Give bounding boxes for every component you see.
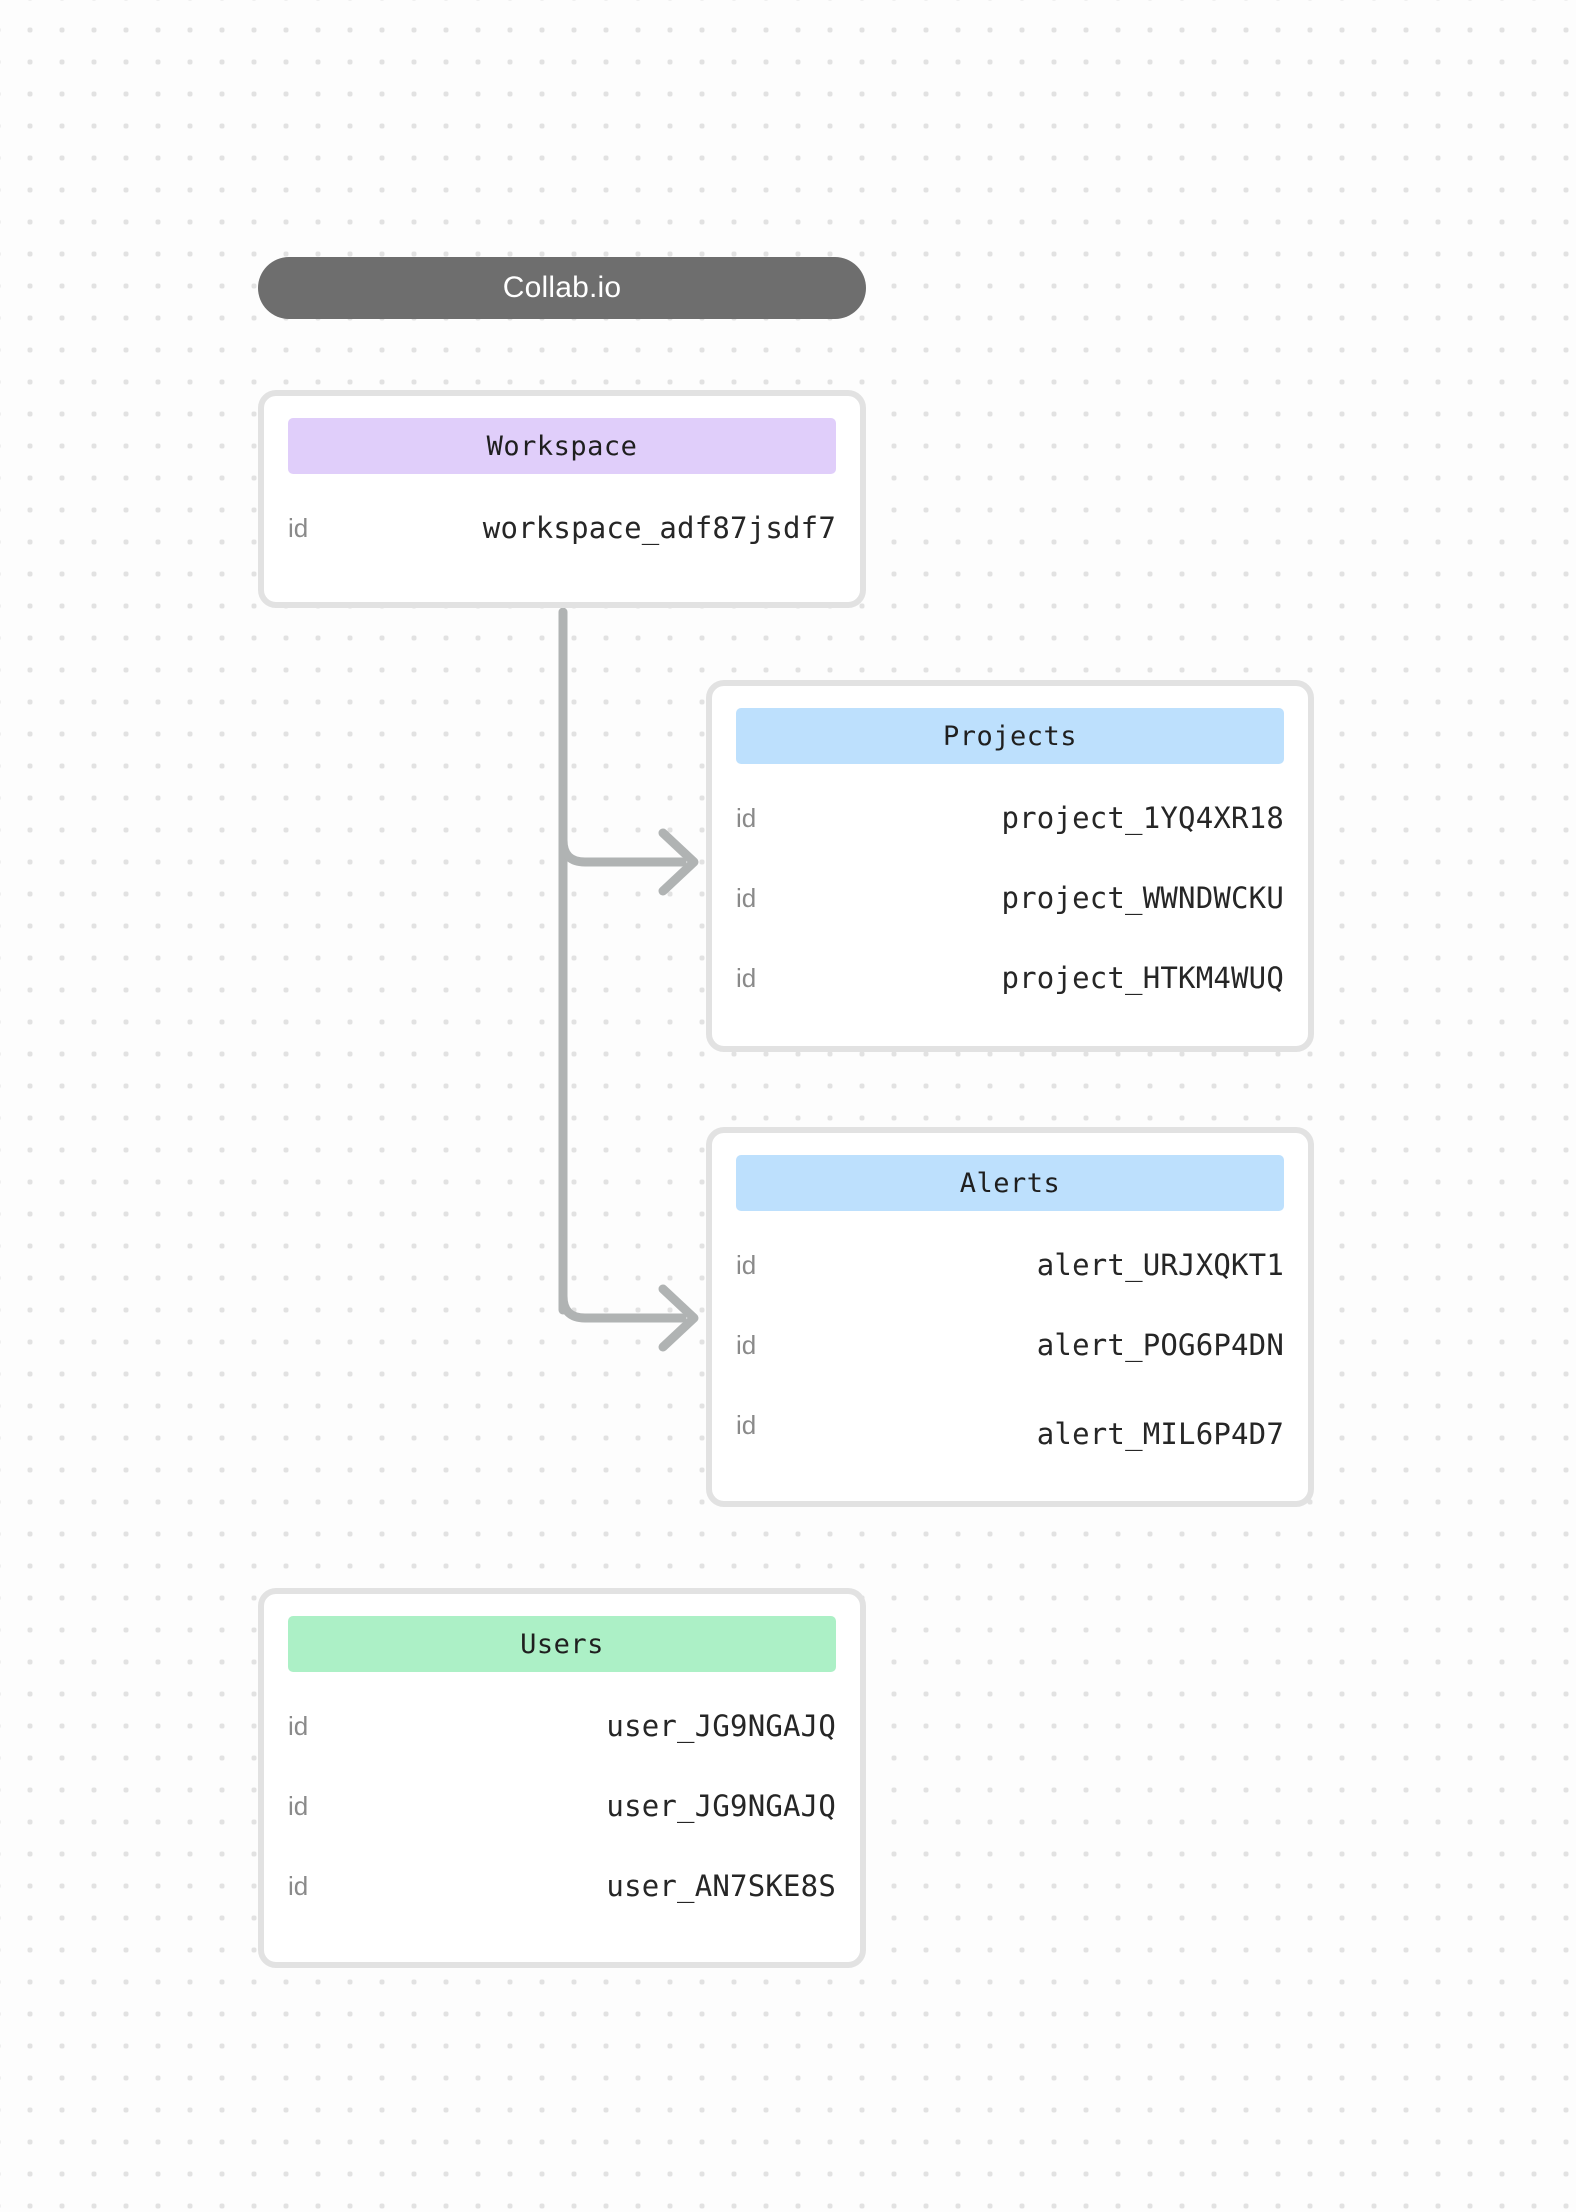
row-key: id xyxy=(736,803,757,833)
node-alerts-header: Alerts xyxy=(736,1155,1284,1211)
edge-workspace-projects xyxy=(558,785,687,867)
row-value: alert_MIL6P4D7 xyxy=(1036,1416,1284,1451)
node-projects-header: Projects xyxy=(736,708,1284,764)
row-value: user_JG9NGAJQ xyxy=(606,1788,836,1823)
diagram-title: Collab.io xyxy=(502,271,622,304)
table-row[interactable]: id user_JG9NGAJQ xyxy=(288,1686,836,1766)
node-users[interactable]: Users id user_JG9NGAJQ id user_JG9NGAJQ … xyxy=(258,1588,866,1968)
edge-workspace-alerts xyxy=(558,1235,687,1323)
table-row[interactable]: id alert_URJXQKT1 xyxy=(736,1225,1284,1305)
row-value: workspace_adf87jsdf7 xyxy=(482,510,836,545)
row-key: id xyxy=(736,883,757,913)
node-workspace-header: Workspace xyxy=(288,418,836,474)
node-alerts[interactable]: Alerts id alert_URJXQKT1 id alert_POG6P4… xyxy=(706,1127,1314,1507)
row-key: id xyxy=(288,1791,309,1821)
row-key: id xyxy=(736,1330,757,1360)
node-users-header: Users xyxy=(288,1616,836,1672)
row-value: alert_POG6P4DN xyxy=(1036,1327,1284,1362)
node-users-rows: id user_JG9NGAJQ id user_JG9NGAJQ id use… xyxy=(288,1686,836,1926)
node-projects[interactable]: Projects id project_1YQ4XR18 id project_… xyxy=(706,680,1314,1052)
arrowhead-alerts-icon xyxy=(658,1284,699,1352)
table-row[interactable]: id project_1YQ4XR18 xyxy=(736,778,1284,858)
row-value: project_1YQ4XR18 xyxy=(1001,800,1284,835)
row-value: user_JG9NGAJQ xyxy=(606,1708,836,1743)
node-workspace[interactable]: Workspace id workspace_adf87jsdf7 xyxy=(258,390,866,608)
diagram-title-pill[interactable]: Collab.io xyxy=(258,257,866,319)
table-row[interactable]: id project_WWNDWCKU xyxy=(736,858,1284,938)
table-row[interactable]: id alert_MIL6P4D7 xyxy=(736,1385,1284,1465)
row-key: id xyxy=(736,1410,757,1440)
node-workspace-rows: id workspace_adf87jsdf7 xyxy=(288,488,836,568)
node-workspace-title: Workspace xyxy=(486,430,638,462)
table-row[interactable]: id workspace_adf87jsdf7 xyxy=(288,488,836,568)
node-users-title: Users xyxy=(520,1628,604,1660)
table-row[interactable]: id alert_POG6P4DN xyxy=(736,1305,1284,1385)
node-alerts-rows: id alert_URJXQKT1 id alert_POG6P4DN id a… xyxy=(736,1225,1284,1465)
row-key: id xyxy=(736,963,757,993)
arrowhead-projects-icon xyxy=(658,828,699,896)
table-row[interactable]: id user_JG9NGAJQ xyxy=(288,1766,836,1846)
table-row[interactable]: id user_AN7SKE8S xyxy=(288,1846,836,1926)
row-key: id xyxy=(736,1250,757,1280)
row-key: id xyxy=(288,513,309,543)
row-key: id xyxy=(288,1871,309,1901)
row-key: id xyxy=(288,1711,309,1741)
node-projects-rows: id project_1YQ4XR18 id project_WWNDWCKU … xyxy=(736,778,1284,1018)
table-row[interactable]: id project_HTKM4WUQ xyxy=(736,938,1284,1018)
row-value: project_WWNDWCKU xyxy=(1001,880,1284,915)
row-value: user_AN7SKE8S xyxy=(606,1868,836,1903)
row-value: project_HTKM4WUQ xyxy=(1001,960,1284,995)
row-value: alert_URJXQKT1 xyxy=(1036,1247,1284,1282)
node-alerts-title: Alerts xyxy=(959,1167,1061,1199)
node-projects-title: Projects xyxy=(942,720,1078,752)
